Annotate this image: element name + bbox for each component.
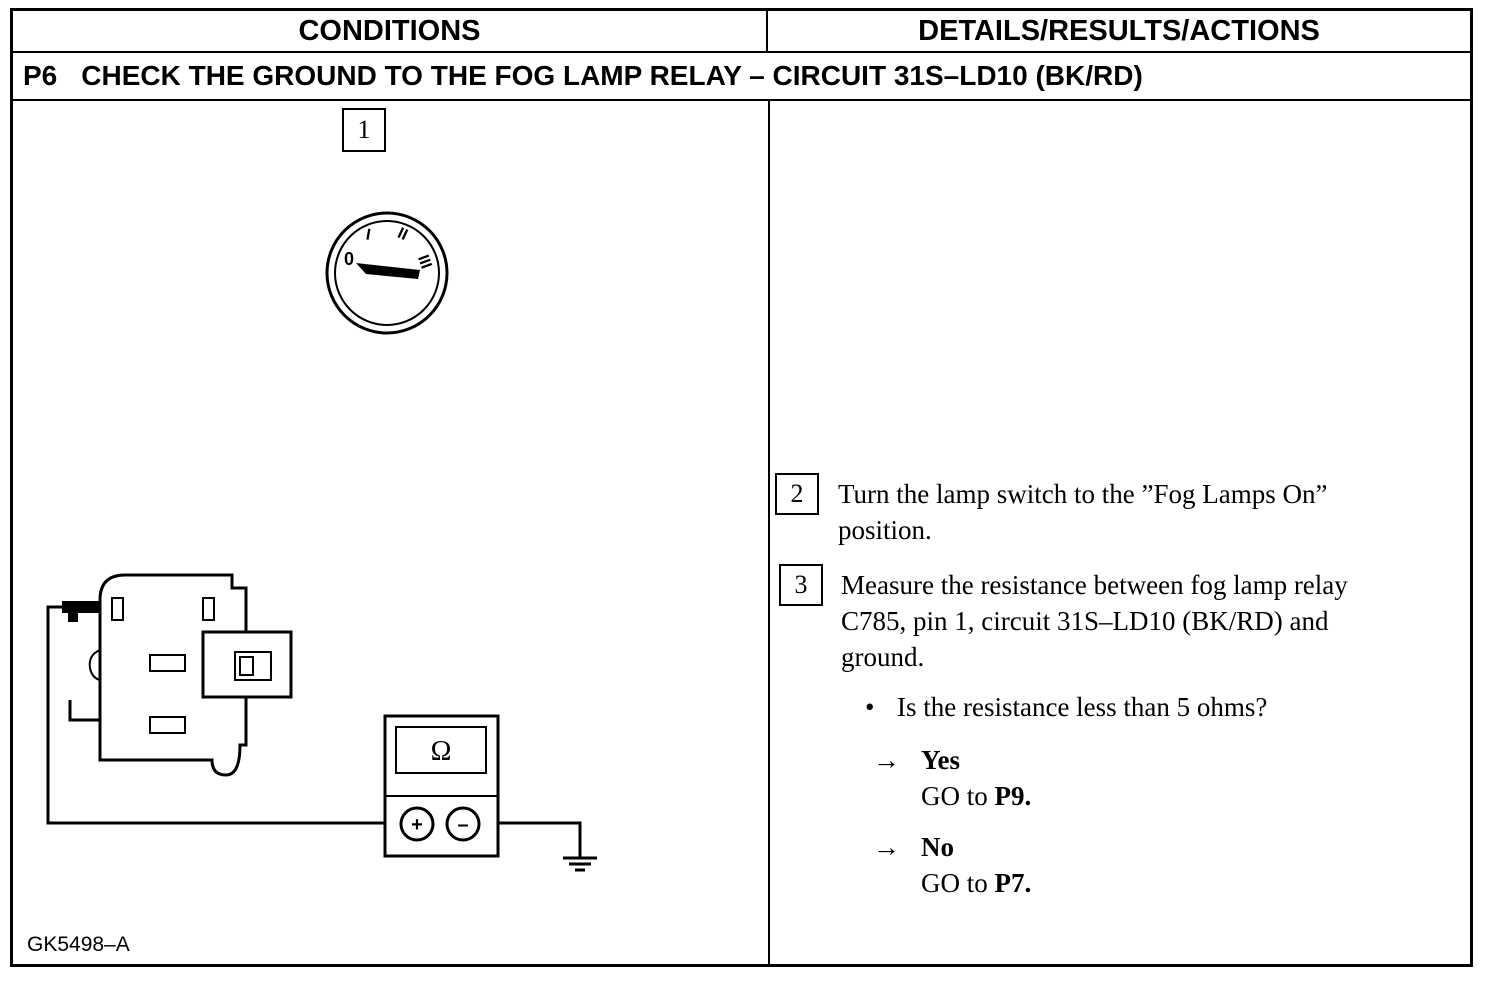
no-label: No [921,832,954,862]
procedure-table: CONDITIONS DETAILS/RESULTS/ACTIONS P6 CH… [10,8,1473,967]
yes-target-link[interactable]: P9. [994,781,1032,811]
ohmmeter-icon: Ω + – [383,714,500,858]
answer-no: → No GO to P7. [873,829,1031,901]
column-divider [768,101,770,967]
fog-lamp-relay-connector-icon [68,573,293,777]
header-details-results-actions: DETAILS/RESULTS/ACTIONS [918,14,1320,47]
question-bullet: • [865,692,875,722]
step-3-line-2: C785, pin 1, circuit 31S–LD10 (BK/RD) an… [841,606,1329,636]
meter-negative-terminal [445,806,481,842]
figure-id: GK5498–A [27,933,130,956]
step-3-line-3: ground. [841,642,925,672]
meter-positive-terminal [399,806,435,842]
ignition-key-arrow [356,263,420,279]
test-title-row: P6 CHECK THE GROUND TO THE FOG LAMP RELA… [13,53,1470,101]
step-2-line-1: Turn the lamp switch to the ”Fog Lamps O… [838,479,1328,509]
test-title: CHECK THE GROUND TO THE FOG LAMP RELAY –… [81,60,1143,91]
step-3-line-1: Measure the resistance between fog lamp … [841,570,1348,600]
yes-label: Yes [921,745,960,775]
question-text: Is the resistance less than 5 ohms? [897,692,1268,722]
step-3-box: 3 [779,564,823,606]
no-target-link[interactable]: P7. [994,868,1032,898]
table-header-row: CONDITIONS DETAILS/RESULTS/ACTIONS [13,11,1470,53]
step-3-text: Measure the resistance between fog lamp … [841,567,1348,675]
ignition-pos-0: 0 [344,249,354,269]
meter-display [395,726,487,774]
test-step-id: P6 [23,60,58,91]
ignition-switch-icon: 0 I II III [325,211,449,335]
header-conditions: CONDITIONS [13,11,768,51]
step-1-box: 1 [342,108,386,152]
ignition-pos-1: I [364,226,371,244]
step-2-box: 2 [775,473,819,515]
meter-minus-label: – [457,814,468,836]
no-arrow-icon: → [873,832,900,862]
meter-ohm-symbol: Ω [431,736,452,767]
step-2-text: Turn the lamp switch to the ”Fog Lamps O… [838,476,1327,548]
no-action-prefix: GO to [921,868,995,898]
test-lead-wiring [46,601,597,872]
yes-arrow-icon: → [873,745,900,775]
yes-action-prefix: GO to [921,781,995,811]
step-2-line-2: position. [838,515,932,545]
ignition-pos-3: III [414,253,435,271]
answer-yes: → Yes GO to P9. [873,742,1031,814]
meter-plus-label: + [411,814,423,836]
